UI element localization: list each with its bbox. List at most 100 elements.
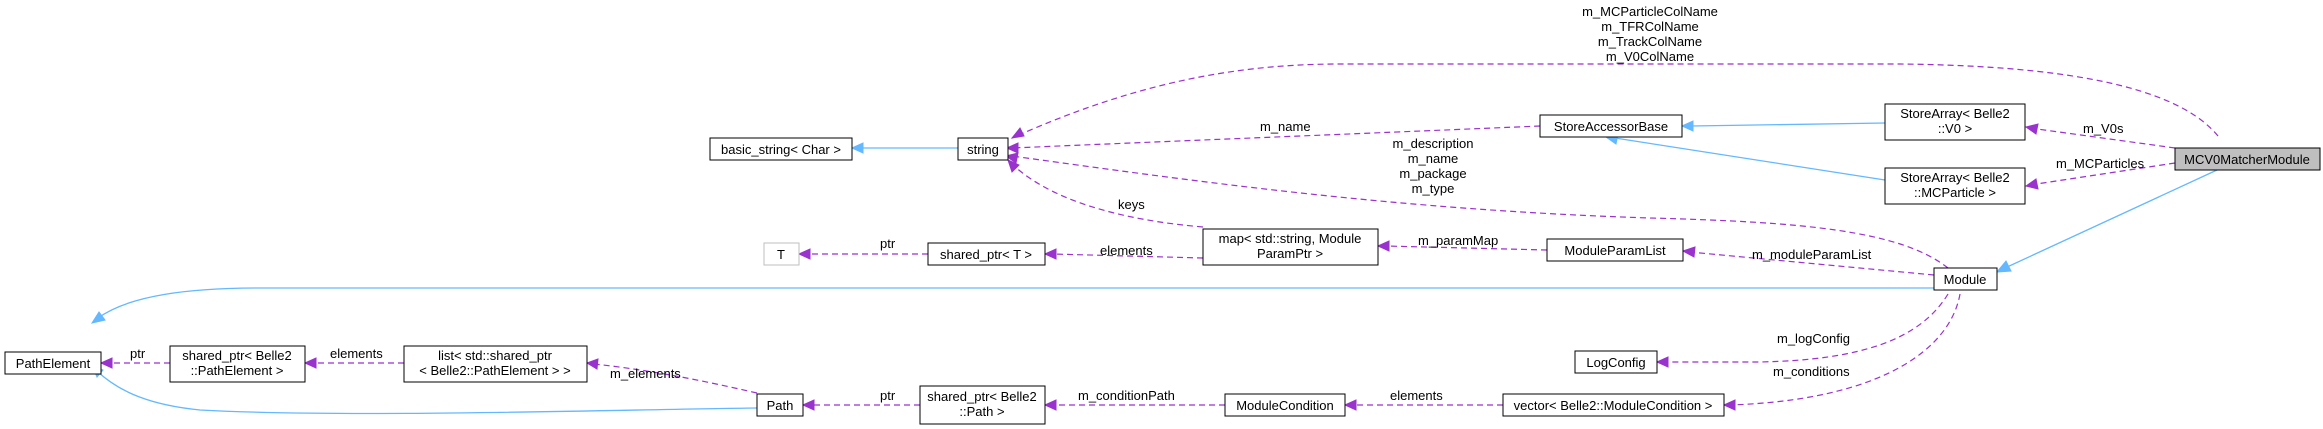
label-elements-cond: elements bbox=[1390, 388, 1443, 403]
node-mcv0matchermodule-label: MCV0MatcherModule bbox=[2184, 152, 2310, 167]
edge-m-logconfig bbox=[1664, 293, 1949, 363]
label-m-v0s: m_V0s bbox=[2083, 121, 2124, 136]
edge-colnames bbox=[1011, 63, 2219, 139]
arrowhead-ptr-path bbox=[801, 399, 815, 411]
node-string[interactable]: string bbox=[957, 137, 1009, 161]
label-ptr-pe: ptr bbox=[130, 346, 146, 361]
label-module-strings-0: m_description bbox=[1393, 136, 1474, 151]
arrowhead-m-v0s bbox=[2024, 123, 2039, 135]
node-list-pathelement[interactable]: list< std::shared_ptr < Belle2::PathElem… bbox=[403, 345, 588, 383]
node-storearray-v0-label-1: ::V0 > bbox=[1938, 121, 1972, 136]
node-path[interactable]: Path bbox=[756, 393, 804, 417]
arrowhead-m-mcparticles bbox=[2024, 178, 2039, 190]
node-shared-ptr-t[interactable]: shared_ptr< T > bbox=[927, 242, 1046, 266]
label-m-moduleparamlist: m_moduleParamList bbox=[1752, 247, 1872, 262]
node-t[interactable]: T bbox=[763, 242, 800, 266]
node-storearray-mcparticle[interactable]: StoreArray< Belle2 ::MCParticle > bbox=[1884, 167, 2026, 205]
edge-module-strings bbox=[1011, 155, 1949, 269]
node-pathelement[interactable]: PathElement bbox=[4, 351, 102, 375]
node-shared-ptr-t-label: shared_ptr< T > bbox=[940, 247, 1032, 262]
arrowhead-keys bbox=[1007, 159, 1020, 173]
edge-m-mcparticles bbox=[2029, 162, 2176, 186]
node-module[interactable]: Module bbox=[1933, 267, 1998, 291]
node-modulecondition-label: ModuleCondition bbox=[1236, 398, 1334, 413]
label-colnames-1: m_TFRColName bbox=[1601, 19, 1699, 34]
arrowhead-colnames bbox=[1010, 127, 1025, 139]
label-colnames-2: m_TrackColName bbox=[1598, 34, 1702, 49]
node-shared-ptr-pathelement-label-1: ::PathElement > bbox=[191, 363, 284, 378]
edge-m-conditions bbox=[1729, 293, 1961, 406]
node-vector-modulecondition-label: vector< Belle2::ModuleCondition > bbox=[1514, 398, 1713, 413]
node-storeaccessorbase[interactable]: StoreAccessorBase bbox=[1539, 114, 1683, 138]
node-basic-string-label: basic_string< Char > bbox=[721, 142, 841, 157]
arrowhead-m-conditions bbox=[1722, 399, 1736, 411]
node-shared-ptr-path[interactable]: shared_ptr< Belle2 ::Path > bbox=[919, 385, 1046, 425]
edge-inherit-mcp-sab bbox=[1614, 137, 1886, 181]
node-pathelement-label: PathElement bbox=[16, 356, 91, 371]
arrowhead-inherit-module-pe bbox=[90, 311, 106, 324]
edge-m-elements bbox=[593, 363, 758, 394]
label-module-strings-1: m_name bbox=[1408, 151, 1459, 166]
arrowhead-m-elements bbox=[585, 358, 599, 370]
label-ptr-path: ptr bbox=[880, 388, 896, 403]
edge-m-v0s bbox=[2029, 127, 2176, 149]
node-shared-ptr-pathelement-label-0: shared_ptr< Belle2 bbox=[182, 348, 292, 363]
node-map-label-0: map< std::string, Module bbox=[1219, 231, 1362, 246]
arrowhead-elements-map bbox=[1043, 248, 1057, 260]
node-storearray-mcparticle-label-0: StoreArray< Belle2 bbox=[1900, 170, 2009, 185]
node-path-label: Path bbox=[767, 398, 794, 413]
arrowhead-m-logconfig bbox=[1655, 356, 1669, 368]
edge-m-name bbox=[1011, 125, 1541, 149]
node-storearray-v0-label-0: StoreArray< Belle2 bbox=[1900, 106, 2009, 121]
node-logconfig[interactable]: LogConfig bbox=[1574, 350, 1658, 374]
arrowhead-module-strings bbox=[1004, 152, 1019, 164]
node-mcv0matchermodule[interactable]: MCV0MatcherModule bbox=[2174, 147, 2321, 171]
node-list-pathelement-label-0: list< std::shared_ptr bbox=[438, 348, 552, 363]
node-basic-string[interactable]: basic_string< Char > bbox=[709, 137, 853, 161]
edge-inherit-v0-sab bbox=[1691, 122, 1886, 127]
edge-inherit-mcv0-module bbox=[2004, 169, 2218, 269]
node-storeaccessorbase-label: StoreAccessorBase bbox=[1554, 119, 1668, 134]
node-map-label-1: ParamPtr > bbox=[1257, 246, 1323, 261]
label-module-strings-3: m_type bbox=[1412, 181, 1455, 196]
label-colnames-0: m_MCParticleColName bbox=[1582, 4, 1718, 19]
arrowhead-inherit-v0-sab bbox=[1680, 120, 1694, 132]
arrowhead-m-conditionpath bbox=[1043, 399, 1057, 411]
node-module-label: Module bbox=[1944, 272, 1987, 287]
node-string-label: string bbox=[967, 142, 999, 157]
label-m-elements: m_elements bbox=[610, 366, 681, 381]
label-m-name: m_name bbox=[1260, 119, 1311, 134]
node-shared-ptr-pathelement[interactable]: shared_ptr< Belle2 ::PathElement > bbox=[169, 345, 306, 383]
arrowhead-elements-cond bbox=[1343, 399, 1357, 411]
edge-keys bbox=[1011, 163, 1204, 228]
label-m-logconfig: m_logConfig bbox=[1777, 331, 1850, 346]
edge-m-parammap bbox=[1384, 245, 1548, 251]
node-vector-modulecondition[interactable]: vector< Belle2::ModuleCondition > bbox=[1502, 393, 1725, 417]
arrowhead-ptr-t bbox=[797, 248, 811, 260]
node-logconfig-label: LogConfig bbox=[1586, 355, 1645, 370]
arrowhead-elements-pe bbox=[303, 357, 317, 369]
arrowhead-inherit-mcv0-module bbox=[1995, 260, 2012, 273]
arrowhead-ptr-pe bbox=[99, 357, 113, 369]
node-moduleparamlist[interactable]: ModuleParamList bbox=[1546, 238, 1684, 262]
arrowhead-m-moduleparamlist bbox=[1681, 246, 1696, 258]
node-map[interactable]: map< std::string, Module ParamPtr > bbox=[1202, 228, 1379, 266]
label-ptr-t: ptr bbox=[880, 236, 896, 251]
arrowhead-inherit-string-basic bbox=[850, 142, 864, 154]
node-shared-ptr-path-label-1: ::Path > bbox=[959, 404, 1004, 419]
node-modulecondition[interactable]: ModuleCondition bbox=[1224, 393, 1346, 417]
label-m-mcparticles: m_MCParticles bbox=[2056, 156, 2145, 171]
node-moduleparamlist-label: ModuleParamList bbox=[1564, 243, 1666, 258]
edge-inherit-module-pe bbox=[97, 287, 1934, 319]
node-storearray-v0[interactable]: StoreArray< Belle2 ::V0 > bbox=[1884, 103, 2026, 141]
node-shared-ptr-path-label-0: shared_ptr< Belle2 bbox=[927, 389, 1037, 404]
arrowhead-m-parammap bbox=[1376, 240, 1390, 252]
label-colnames-3: m_V0ColName bbox=[1606, 49, 1694, 64]
label-keys: keys bbox=[1118, 197, 1145, 212]
edge-inherit-path-pe bbox=[97, 371, 758, 415]
node-storearray-mcparticle-label-1: ::MCParticle > bbox=[1914, 185, 1996, 200]
arrowhead-m-name bbox=[1005, 142, 1019, 154]
node-t-label: T bbox=[777, 247, 785, 262]
label-m-conditionpath: m_conditionPath bbox=[1078, 388, 1175, 403]
